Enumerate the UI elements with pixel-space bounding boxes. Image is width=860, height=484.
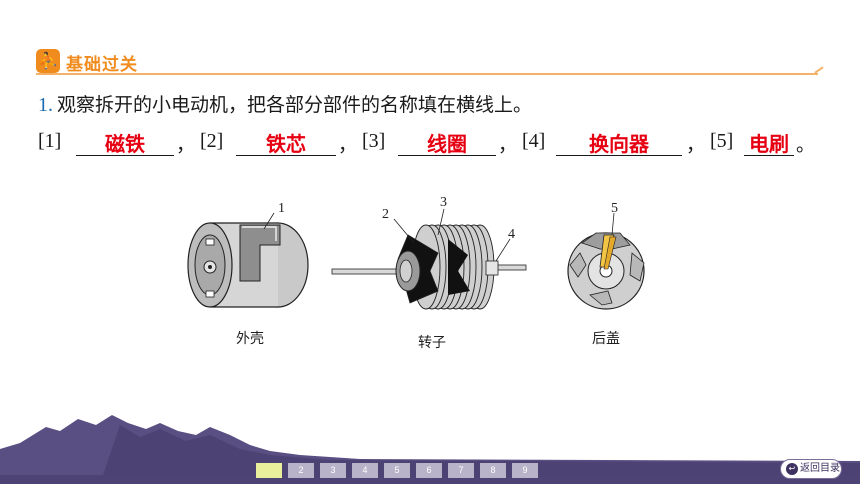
callout-1: 1 xyxy=(278,201,285,216)
separator: ， xyxy=(686,134,706,156)
answer-blank-4[interactable]: 换向器 xyxy=(556,130,682,156)
question-text: 1.观察拆开的小电动机，把各部分部件的名称填在横线上。 xyxy=(38,90,532,117)
page-button-2[interactable]: 2 xyxy=(288,463,314,478)
answer-label-4: [4] xyxy=(522,130,546,152)
header-divider xyxy=(36,73,818,75)
answer-text-2: 铁芯 xyxy=(266,132,306,156)
page-button-4[interactable]: 4 xyxy=(352,463,378,478)
answer-text-3: 线圈 xyxy=(427,132,467,156)
cover-caption: 后盖 xyxy=(592,331,620,347)
callout-3: 3 xyxy=(440,195,447,210)
section-title: 基础过关 xyxy=(66,55,138,75)
running-person-icon: ⛹ xyxy=(36,49,60,73)
answer-text-1: 磁铁 xyxy=(105,132,145,156)
separator: ， xyxy=(338,134,358,156)
page-button-3[interactable]: 3 xyxy=(320,463,346,478)
back-to-contents-button[interactable]: ↩ 返回目录 xyxy=(780,459,842,479)
callout-4: 4 xyxy=(508,227,515,242)
page-button-5[interactable]: 5 xyxy=(384,463,410,478)
separator: ， xyxy=(498,134,518,156)
rotor-caption: 转子 xyxy=(418,335,446,351)
callout-5: 5 xyxy=(611,201,618,216)
page-button-6[interactable]: 6 xyxy=(416,463,442,478)
callout-2: 2 xyxy=(382,207,389,222)
rotor-illustration xyxy=(331,208,527,310)
answer-blank-3[interactable]: 线圈 xyxy=(398,130,496,156)
page-button-1[interactable]: 1 xyxy=(256,463,282,478)
answer-line: [1] 磁铁 ， [2] 铁芯 ， [3] 线圈 ， [4] 换向器 ， [5]… xyxy=(38,130,838,160)
answer-blank-2[interactable]: 铁芯 xyxy=(236,130,336,156)
answer-blank-5[interactable]: 电刷 xyxy=(744,130,794,156)
answer-label-2: [2] xyxy=(200,130,224,152)
separator: ， xyxy=(176,134,196,156)
separator: 。 xyxy=(796,134,816,156)
answer-label-3: [3] xyxy=(362,130,386,152)
page-button-7[interactable]: 7 xyxy=(448,463,474,478)
back-button-label: 返回目录 xyxy=(800,463,840,474)
return-arrow-icon: ↩ xyxy=(786,463,798,475)
page-button-9[interactable]: 9 xyxy=(512,463,538,478)
answer-label-1: [1] xyxy=(38,130,62,152)
answer-text-4: 换向器 xyxy=(589,132,649,156)
shell-caption: 外壳 xyxy=(236,331,264,347)
section-header: ⛹ 基础过关 xyxy=(36,47,824,75)
question-number: 1. xyxy=(38,94,53,116)
rear-cover-illustration xyxy=(567,212,645,310)
answer-text-5: 电刷 xyxy=(749,132,789,156)
answer-blank-1[interactable]: 磁铁 xyxy=(76,130,174,156)
answer-label-5: [5] xyxy=(710,130,734,152)
page-button-8[interactable]: 8 xyxy=(480,463,506,478)
question-prompt: 观察拆开的小电动机，把各部分部件的名称填在横线上。 xyxy=(57,94,533,116)
motor-shell-illustration xyxy=(187,212,309,308)
